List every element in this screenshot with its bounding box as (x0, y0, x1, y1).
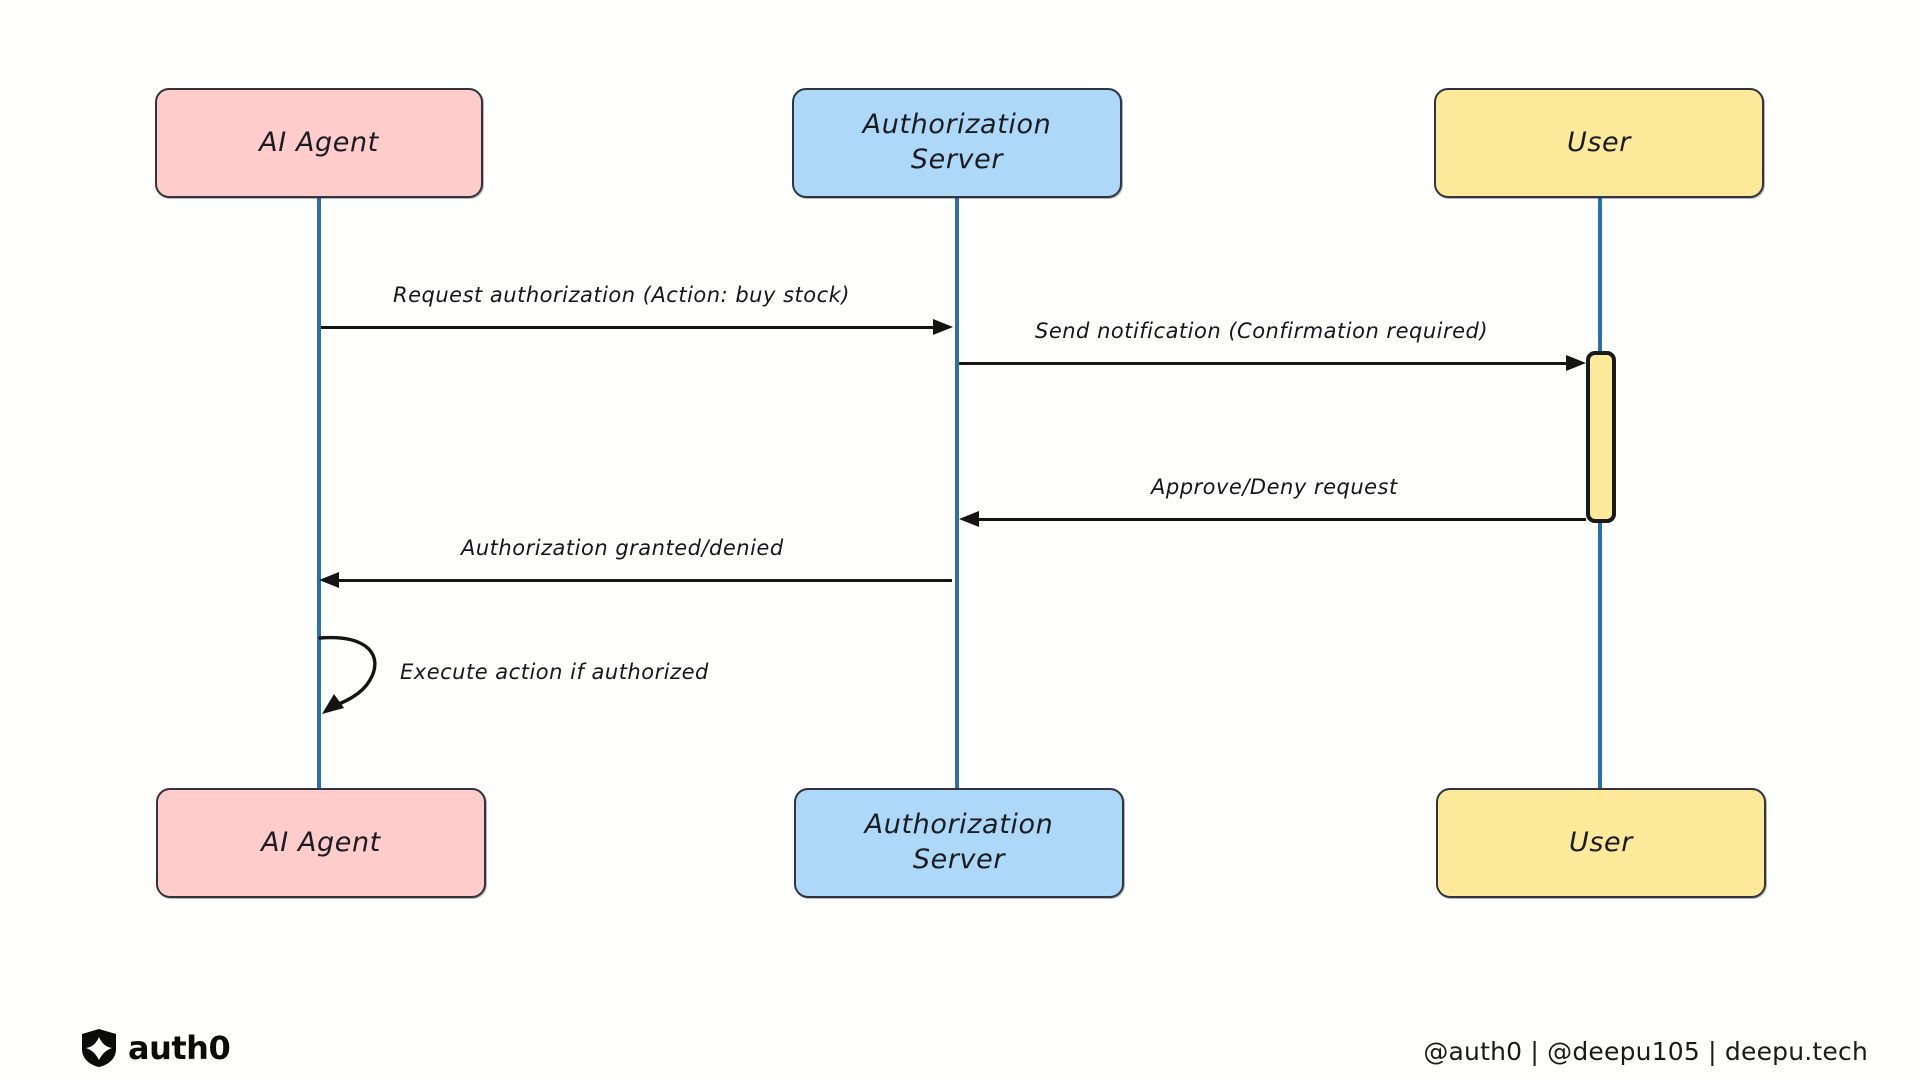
participant-authorization-server-top[interactable]: Authorization Server (792, 88, 1122, 198)
arrowhead-right-icon (1566, 355, 1586, 371)
message-label-send-notification: Send notification (Confirmation required… (1035, 319, 1489, 343)
message-line (979, 518, 1586, 521)
message-line (339, 579, 952, 582)
message-label-authorization-result: Authorization granted/denied (461, 536, 784, 560)
footer-brand: auth0 (82, 1029, 231, 1067)
participant-user-bottom[interactable]: User (1436, 788, 1766, 898)
participant-authorization-server-bottom[interactable]: Authorization Server (794, 788, 1124, 898)
arrowhead-right-icon (933, 319, 953, 335)
message-execute-action[interactable]: Execute action if authorized (316, 632, 776, 720)
participant-ai-agent-top[interactable]: AI Agent (155, 88, 483, 198)
message-label-request-authorization: Request authorization (Action: buy stock… (393, 283, 850, 307)
participant-label-ai-agent-bottom: AI Agent (261, 826, 381, 858)
participant-label-authorization-server-bottom: Authorization Server (864, 809, 1054, 875)
message-line (959, 362, 1566, 365)
arrowhead-left-icon (319, 572, 339, 588)
message-line (321, 326, 933, 329)
participant-label-ai-agent-top: AI Agent (259, 126, 379, 158)
self-loop-arrow-icon (318, 635, 377, 714)
participant-label-authorization-server-top: Authorization Server (862, 109, 1052, 175)
participant-label-user-bottom: User (1569, 826, 1633, 858)
arrowhead-left-icon (959, 511, 979, 527)
lifeline-authorization-server (955, 168, 959, 788)
message-label-approve-deny: Approve/Deny request (1151, 475, 1398, 499)
auth0-brand-name: auth0 (128, 1029, 231, 1067)
participant-ai-agent-bottom[interactable]: AI Agent (156, 788, 486, 898)
footer-handles: @auth0 | @deepu105 | deepu.tech (1423, 1037, 1868, 1066)
message-label-execute-action: Execute action if authorized (400, 660, 709, 684)
participant-label-user-top: User (1567, 126, 1631, 158)
activation-bar-user (1586, 351, 1616, 523)
participant-user-top[interactable]: User (1434, 88, 1764, 198)
lifeline-ai-agent (317, 168, 321, 788)
auth0-shield-icon (82, 1029, 116, 1067)
